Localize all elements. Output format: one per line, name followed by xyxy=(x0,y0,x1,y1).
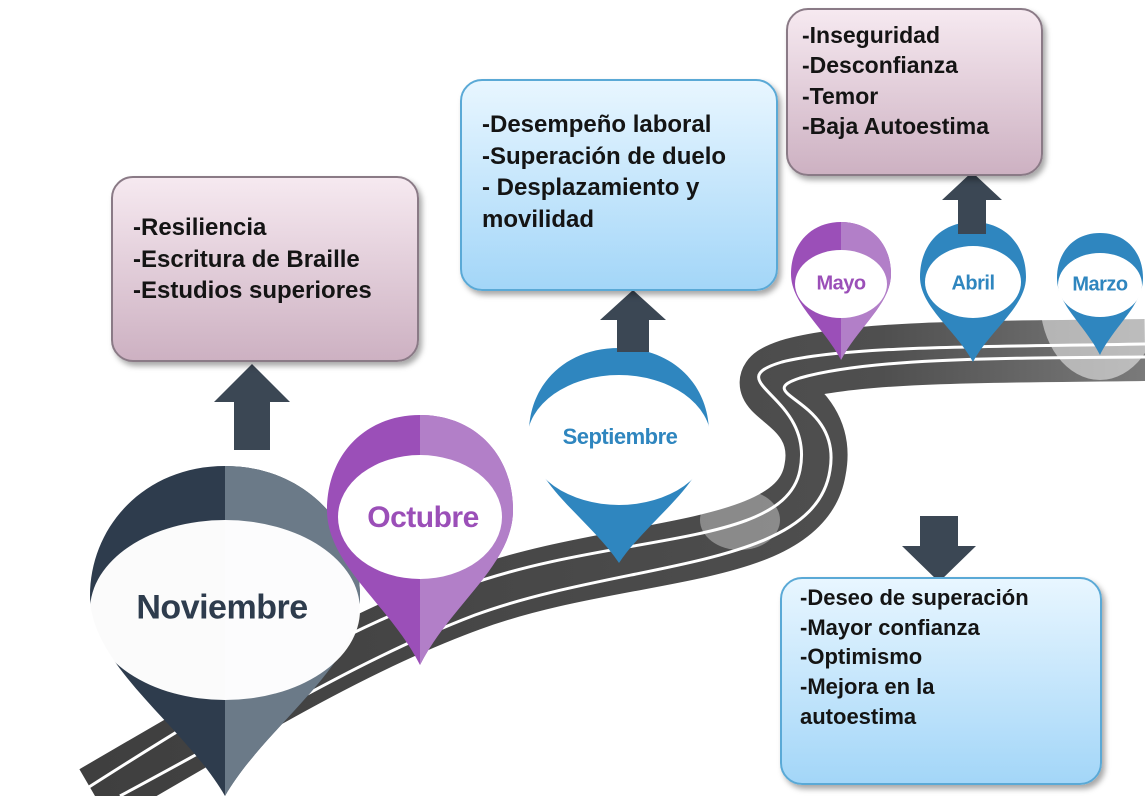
pin-noviembre xyxy=(90,466,360,796)
box-abril-line: -Inseguridad xyxy=(802,22,941,48)
box-abril-line: -Temor xyxy=(802,82,879,109)
box-noviembre-line: -Escritura de Braille xyxy=(133,245,360,273)
box-final-line: -Deseo de superación xyxy=(800,585,1029,610)
pin-abril xyxy=(920,222,1026,362)
box-noviembre-line: -Resiliencia xyxy=(133,214,267,241)
arrow-down-final xyxy=(902,516,976,582)
month-octubre: Octubre xyxy=(367,501,479,534)
box-noviembre: -Resiliencia -Escritura de Braille -Estu… xyxy=(111,176,419,362)
pin-marzo xyxy=(1057,233,1143,355)
pin-mayo xyxy=(791,222,891,360)
box-septiembre: -Desempeño laboral -Superación de duelo … xyxy=(460,79,778,291)
box-septiembre-line: movilidad xyxy=(482,206,595,234)
road-edge-line-1 xyxy=(119,355,1145,796)
box-final-line: -Optimismo xyxy=(800,644,923,670)
month-mayo: Mayo xyxy=(816,272,866,295)
road-surface xyxy=(79,319,1145,796)
pin-septiembre xyxy=(527,348,711,563)
box-final: -Deseo de superación -Mayor confianza -O… xyxy=(780,577,1102,785)
month-marzo: Marzo xyxy=(1072,273,1128,296)
arrow-up-noviembre xyxy=(214,364,290,450)
box-final-line: -Mejora en la xyxy=(800,674,935,700)
month-septiembre: Septiembre xyxy=(562,424,678,449)
box-septiembre-line: -Superación de duelo xyxy=(482,142,727,170)
box-abril-line: -Baja Autoestima xyxy=(802,113,990,140)
box-septiembre-line: -Desempeño laboral xyxy=(482,111,712,138)
box-final-line: -Mayor confianza xyxy=(800,614,980,640)
pin-octubre xyxy=(327,415,513,665)
month-noviembre: Noviembre xyxy=(136,588,308,627)
box-final-line: autoestima xyxy=(800,703,917,729)
box-abril: -Inseguridad -Desconfianza -Temor -Baja … xyxy=(786,8,1043,176)
arrow-up-abril xyxy=(942,172,1002,234)
arrow-up-septiembre xyxy=(600,290,666,352)
box-septiembre-line: - Desplazamiento y xyxy=(482,174,700,202)
month-abril: Abril xyxy=(951,272,995,295)
box-noviembre-line: -Estudios superiores xyxy=(133,277,372,305)
box-abril-line: -Desconfianza xyxy=(802,52,958,79)
